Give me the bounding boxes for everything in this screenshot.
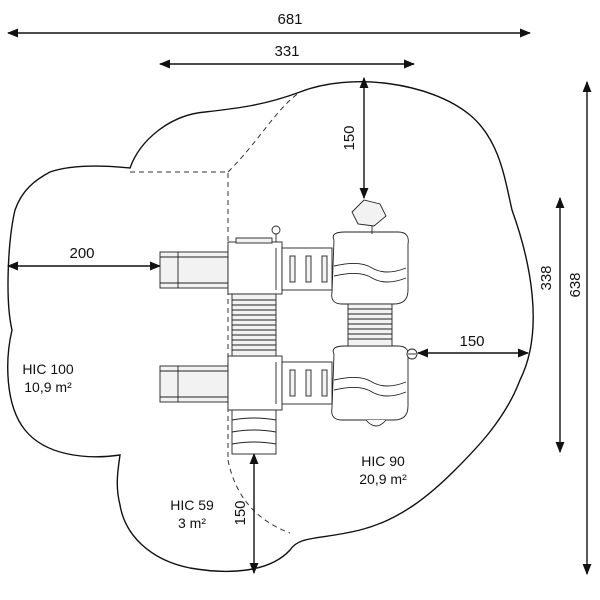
dim-label-top-clearance: 150	[341, 125, 358, 150]
zone-left-hic: HIC 100	[22, 361, 74, 377]
dim-label-right-clearance: 150	[459, 333, 484, 350]
dim-label-left-clearance: 200	[69, 245, 94, 262]
play-structure	[159, 199, 418, 455]
dim-label-overall-height: 638	[567, 272, 584, 297]
lower-slide	[159, 365, 229, 403]
upper-pods	[331, 231, 409, 305]
zone-divider-left	[130, 171, 229, 460]
zone-bottom-area: 3 m²	[178, 515, 206, 531]
lower-pods	[331, 345, 409, 421]
zone-divider-bottom	[227, 459, 291, 534]
crawl-tunnel-right	[347, 303, 393, 347]
dim-label-overall-width: 681	[277, 11, 302, 28]
zone-left-area: 10,9 m²	[24, 379, 72, 395]
entrance-ramp	[231, 409, 277, 455]
top-climbing-element	[351, 199, 387, 234]
upper-tower	[227, 225, 283, 295]
lower-tower	[227, 355, 283, 411]
upper-slide	[159, 251, 229, 289]
zone-divider-top	[227, 91, 301, 173]
crawl-tunnel-left	[231, 293, 277, 357]
dim-label-bottom-clearance: 150	[232, 500, 249, 525]
round-step	[365, 419, 387, 427]
zone-right-hic: HIC 90	[361, 453, 405, 469]
safety-zone-outline	[7, 81, 534, 573]
steering-wheel	[406, 348, 418, 360]
upper-bridge	[281, 247, 333, 291]
zone-right-area: 20,9 m²	[359, 471, 407, 487]
dim-label-inner-height: 338	[538, 265, 555, 290]
dim-label-upper-width: 331	[274, 43, 299, 60]
zone-bottom-hic: HIC 59	[170, 497, 214, 513]
lower-bridge	[281, 361, 333, 405]
